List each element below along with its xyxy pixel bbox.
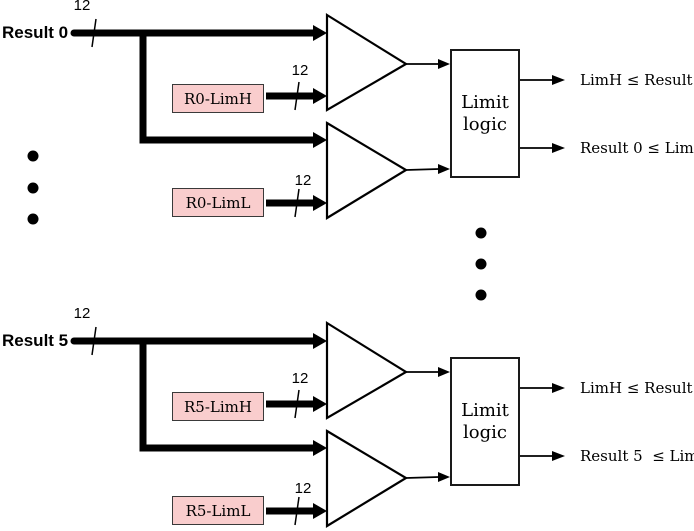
bus-width-label: 12	[73, 305, 91, 322]
right-vertical-ellipsis	[475, 227, 487, 301]
ellipsis-dot	[475, 289, 487, 301]
ellipsis-dot	[27, 150, 39, 162]
output-low-label: Result 0 ≤ LimL	[580, 139, 694, 157]
high-bus-width-label: 12	[291, 62, 309, 79]
limit-logic-box: Limit logic	[450, 49, 520, 178]
high-limit-register-box: R0-LimH	[172, 84, 264, 113]
high-bus-width-label: 12	[291, 370, 309, 387]
ellipsis-dot	[27, 213, 39, 225]
output-low-label: Result 5 ≤ LimL	[580, 447, 694, 465]
ellipsis-dot	[475, 227, 487, 239]
left-vertical-ellipsis	[27, 150, 39, 225]
ellipsis-dot	[475, 258, 487, 270]
low-bus-width-label: 12	[294, 172, 312, 189]
limit-block-result5-labels: Result 5 12 R5-LimH 12 R5-LimL 12 Limit …	[0, 305, 694, 531]
output-high-label: LimH ≤ Result 0	[580, 71, 693, 89]
low-limit-register-box: R0-LimL	[172, 188, 264, 217]
bus-width-label: 12	[73, 0, 91, 14]
result-input-label: Result 0	[2, 23, 69, 42]
result-input-label: Result 5	[2, 331, 69, 350]
high-limit-register-box: R5-LimH	[172, 392, 264, 421]
ellipsis-dot	[27, 182, 39, 194]
limit-logic-box: Limit logic	[450, 357, 520, 486]
limit-block-result0-labels: Result 0 12 R0-LimH 12 R0-LimL 12 Limit …	[2, 0, 694, 217]
low-limit-register-box: R5-LimL	[172, 496, 264, 525]
output-high-label: LimH ≤ Result 5	[580, 379, 693, 397]
low-bus-width-label: 12	[294, 480, 312, 497]
